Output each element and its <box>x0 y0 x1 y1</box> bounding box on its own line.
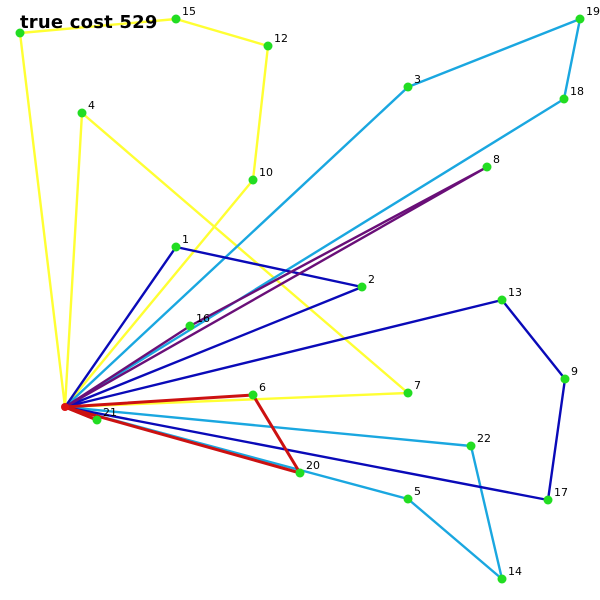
node-label-10: 10 <box>259 166 273 179</box>
node-label-14: 14 <box>508 565 522 578</box>
route-edge-dark_blue-9-17 <box>546 377 567 502</box>
node-4 <box>77 108 87 118</box>
route-edge-light_blue-18-0 <box>63 97 566 409</box>
cost-title: true cost 529 <box>20 12 158 33</box>
node-label-16: 16 <box>196 312 210 325</box>
node-label-19: 19 <box>586 5 600 18</box>
route-edge-yellow-4-0 <box>63 111 84 409</box>
node-22 <box>466 441 476 451</box>
node-8 <box>482 162 492 172</box>
node-7 <box>403 388 413 398</box>
node-20 <box>295 468 305 478</box>
node-2 <box>357 282 367 292</box>
node-3 <box>403 82 413 92</box>
node-12 <box>263 41 273 51</box>
node-6 <box>248 390 258 400</box>
node-15 <box>171 14 181 24</box>
node-5 <box>403 494 413 504</box>
node-17 <box>543 495 553 505</box>
node-9 <box>560 374 570 384</box>
route-edge-dark_blue-17-0 <box>63 405 550 502</box>
route-edge-light_blue-19-18 <box>562 17 582 101</box>
node-13 <box>497 295 507 305</box>
node-label-4: 4 <box>88 99 95 112</box>
node-label-17: 17 <box>554 486 568 499</box>
route-edge-purple-8-16 <box>188 165 489 328</box>
route-edge-dark_blue-13-9 <box>500 298 567 381</box>
route-edge-light_blue-0-3 <box>63 85 410 409</box>
node-label-6: 6 <box>259 381 266 394</box>
route-edge-red-0-6 <box>63 393 255 409</box>
node-label-1: 1 <box>182 233 189 246</box>
route-edge-red-6-20 <box>251 393 302 475</box>
node-label-5: 5 <box>414 485 421 498</box>
node-label-3: 3 <box>414 73 421 86</box>
node-21 <box>92 415 102 425</box>
node-19 <box>575 14 585 24</box>
route-edge-dark_blue-1-2 <box>174 245 364 289</box>
route-edge-red-20-0 <box>63 405 302 475</box>
node-10 <box>248 175 258 185</box>
node-label-15: 15 <box>182 5 196 18</box>
route-edge-light_blue-14-5 <box>406 497 504 581</box>
route-edge-yellow-15-s <box>18 17 178 35</box>
route-edge-purple-0-8 <box>63 165 489 409</box>
node-label-18: 18 <box>570 85 584 98</box>
node-label-12: 12 <box>274 32 288 45</box>
node-label-22: 22 <box>477 432 491 445</box>
route-edge-yellow-10-12 <box>251 44 270 182</box>
route-edge-dark_blue-0-13 <box>63 298 504 409</box>
node-s <box>15 28 25 38</box>
route-edge-yellow-12-15 <box>174 17 270 48</box>
nodes-layer <box>15 14 585 584</box>
node-label-20: 20 <box>306 459 320 472</box>
node-1 <box>171 242 181 252</box>
route-edge-yellow-s-0 <box>18 31 67 409</box>
routes-layer <box>18 17 582 581</box>
node-label-8: 8 <box>493 153 500 166</box>
route-edge-yellow-0-10 <box>63 178 255 409</box>
node-16 <box>185 321 195 331</box>
node-label-21: 21 <box>103 406 117 419</box>
route-edge-dark_blue-0-1 <box>63 245 178 409</box>
node-label-7: 7 <box>414 379 421 392</box>
route-edge-light_blue-0-22 <box>63 405 473 448</box>
node-label-13: 13 <box>508 286 522 299</box>
route-edge-light_blue-3-19 <box>406 17 582 89</box>
node-18 <box>559 94 569 104</box>
node-14 <box>497 574 507 584</box>
route-edge-purple-16-0 <box>63 324 192 409</box>
route-edge-red-21-0 <box>63 405 99 422</box>
node-label-9: 9 <box>571 365 578 378</box>
route-edge-light_blue-22-14 <box>469 444 504 581</box>
depot-node <box>61 403 69 411</box>
route-edge-yellow-7-4 <box>80 111 410 395</box>
node-label-2: 2 <box>368 273 375 286</box>
route-edge-dark_blue-2-0 <box>63 285 364 409</box>
